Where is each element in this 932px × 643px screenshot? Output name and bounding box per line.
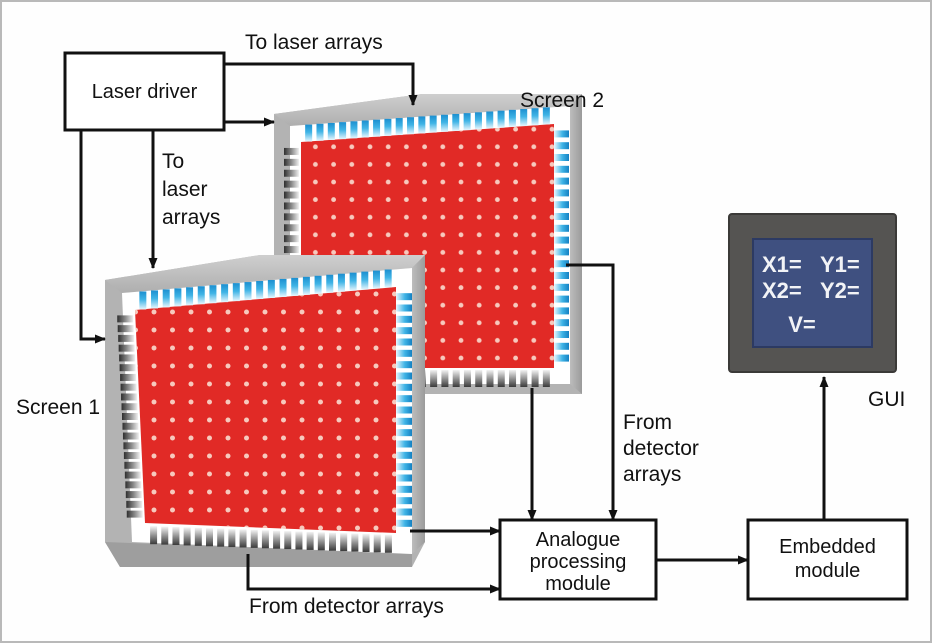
embedded-module-label-line1: Embedded [779, 536, 876, 558]
laser-driver-box-rect [63, 51, 226, 132]
label-to-laser-arrays-left-line1: To [162, 150, 184, 173]
analogue-processing-module-rect [498, 518, 658, 601]
screen-2-frame-top-bevel [274, 94, 582, 126]
label-gui: GUI [868, 388, 905, 411]
label-screen-1: Screen 1 [16, 396, 100, 419]
laser-driver-label: Laser driver [92, 81, 198, 103]
label-to-laser-arrays-left-line3: arrays [162, 206, 220, 229]
screen-1-panel-dots [135, 287, 396, 533]
screen-1-frame-top-bevel [105, 255, 425, 293]
gui-screen[interactable] [752, 238, 873, 348]
label-from-detector-arrays-mid-line3: arrays [623, 463, 681, 486]
screen-1[interactable] [105, 255, 425, 567]
laser-driver-box[interactable]: Laser driver [63, 51, 226, 132]
gui-readout-v: V= [788, 312, 816, 337]
screen-1-detector-array-left [117, 315, 143, 518]
analogue-processing-module-label-line1: Analogue [536, 529, 621, 551]
screen-2-frame-right-bevel [570, 94, 582, 394]
screen-1-laser-array-right [396, 293, 412, 527]
label-from-detector-arrays-mid-line1: From [623, 411, 672, 434]
wire-driver-to-screen2-top [224, 62, 418, 106]
embedded-module-label-line2: module [795, 560, 861, 582]
analogue-processing-module-label-line2: processing [530, 551, 627, 573]
embedded-module-rect [746, 518, 909, 601]
label-to-laser-arrays-left-line2: laser [162, 178, 208, 201]
wire-screen1-bottom-to-apm [246, 554, 501, 594]
wire-driver-to-screen1-side [79, 130, 106, 344]
embedded-module-box[interactable]: Embedded module [746, 518, 909, 601]
wire-screen2-right-to-apm [566, 263, 618, 521]
screen-2-laser-array-right [554, 130, 569, 362]
gui-readout-y1: Y1= [820, 252, 860, 277]
label-from-detector-arrays-mid-line2: detector [623, 437, 699, 460]
screen-1-detector-array-bottom [150, 526, 392, 553]
gui-readout-x2: X2= [762, 278, 802, 303]
gui-readout-x1: X1= [762, 252, 802, 277]
screen-2-laser-array-top [305, 107, 550, 142]
analogue-processing-module-label-line3: module [545, 573, 611, 595]
screen-1-frame-bottom-bevel [105, 542, 412, 567]
label-from-detector-arrays-bottom: From detector arrays [249, 595, 444, 618]
label-screen-2: Screen 2 [520, 89, 604, 112]
gui-readout-y2: Y2= [820, 278, 860, 303]
screen-1-laser-array-top [139, 269, 392, 310]
analogue-processing-module-box[interactable]: Analogue processing module [498, 518, 658, 601]
screen-1-frame-right-bevel [412, 255, 425, 554]
label-to-laser-arrays-top: To laser arrays [245, 31, 383, 54]
gui-monitor[interactable]: X1= Y1= X2= Y2= V= [728, 213, 897, 373]
